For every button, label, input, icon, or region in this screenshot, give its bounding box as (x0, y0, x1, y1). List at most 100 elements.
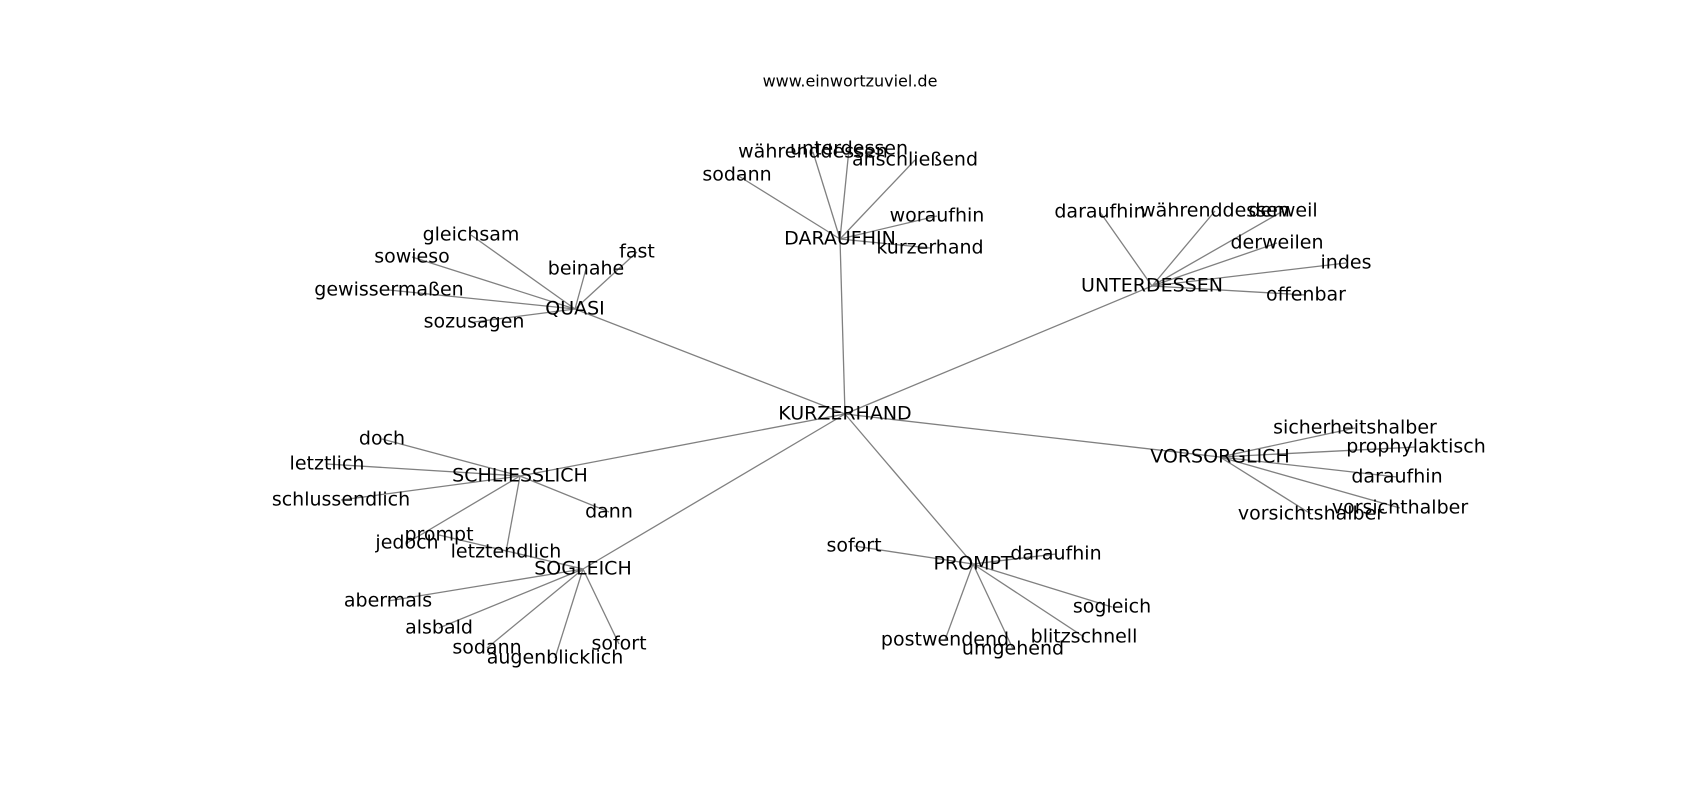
edge-schliesslich-letztlich (326, 463, 521, 477)
hub-node-label-daraufhin: DARAUFHIN (784, 228, 896, 250)
leaf-node-label-woraufhin: woraufhin (890, 205, 985, 227)
center-node-label: KURZERHAND (778, 403, 911, 425)
leaf-node-label-derweilen: derweilen (1230, 232, 1323, 254)
edge-vorsorglich-daraufhin (1219, 456, 1398, 478)
leaf-node-label-sowieso: sowieso (374, 246, 450, 268)
edge-daraufhin-unterdessen (839, 148, 850, 240)
leaf-node-label-abermals: abermals (344, 590, 432, 612)
edge-schliesslich-doch (381, 438, 521, 477)
edge-quasi-beinahe (574, 268, 587, 310)
leaf-node-label-kurzerhand: kurzerhand (876, 237, 983, 259)
leaf-node-label-vorsichthalber: vorsichthalber (1332, 497, 1469, 519)
edge-quasi-gewissermassen (388, 289, 576, 310)
leaf-node-label-postwendend: postwendend (881, 629, 1009, 651)
edge-unterdessen-derweilen (1151, 242, 1278, 287)
edge-vorsorglich-prophylaktisch (1219, 446, 1417, 458)
edge-prompt-sogleich (972, 563, 1113, 608)
edge-center-vorsorglich (844, 413, 1221, 458)
leaf-node-label-fast: fast (619, 241, 655, 263)
leaf-node-label-sofort: sofort (591, 633, 646, 655)
leaf-node-label-derweil: derweil (1248, 200, 1317, 222)
edge-vorsorglich-vorsichthalber (1219, 456, 1401, 509)
leaf-node-label-sicherheitshalber: sicherheitshalber (1273, 417, 1437, 439)
edge-schliesslich-jedoch (406, 475, 521, 544)
edge-center-prompt (844, 413, 974, 565)
hub-node-label-sogleich: SOGLEICH (534, 558, 632, 580)
leaf-node-label-indes: indes (1321, 252, 1372, 274)
leaf-node-label-alsbald: alsbald (405, 617, 473, 639)
edge-quasi-sozusagen (473, 308, 576, 323)
leaf-node-label-dann: dann (585, 501, 633, 523)
edge-schliesslich-dann (519, 475, 610, 513)
edge-vorsorglich-vorsichtshalber (1219, 456, 1312, 515)
edge-prompt-daraufhin (972, 553, 1057, 565)
edge-daraufhin-woraufhin (839, 215, 938, 240)
leaf-node-label-augenblicklich: augenblicklich (487, 647, 624, 669)
edge-prompt-sofort (853, 545, 974, 565)
leaf-node-label-anschliessend: anschließend (852, 149, 978, 171)
hub-node-label-schliesslich: SCHLIESSLICH (452, 465, 588, 487)
edge-prompt-blitzschnell (972, 563, 1085, 638)
leaf-node-label-sofort: sofort (826, 535, 881, 557)
hub-node-label-vorsorglich: VORSORGLICH (1150, 446, 1290, 468)
leaf-node-label-umgehend: umgehend (962, 638, 1064, 660)
graph-labels: KURZERHANDDARAUFHINsodannwährenddessenun… (272, 138, 1486, 669)
leaf-node-label-daraufhin: daraufhin (1010, 543, 1101, 565)
edge-quasi-gleichsam (470, 234, 576, 310)
edge-unterdessen-daraufhin (1099, 211, 1153, 287)
edge-vorsorglich-sicherheitshalber (1219, 427, 1356, 458)
leaf-node-label-prophylaktisch: prophylaktisch (1346, 436, 1485, 458)
edge-prompt-postwendend (944, 563, 974, 641)
edge-sogleich-sodann (486, 568, 584, 649)
edge-quasi-sowieso (411, 256, 576, 310)
leaf-node-label-prompt: prompt (404, 524, 473, 546)
edge-schliesslich-schlussendlich (340, 475, 521, 501)
leaf-node-label-letztendlich: letztendlich (451, 541, 562, 563)
graph-edges (326, 148, 1417, 659)
edge-quasi-fast (574, 251, 638, 310)
hub-node-label-prompt: PROMPT (933, 553, 1012, 575)
leaf-node-label-beinahe: beinahe (548, 258, 624, 280)
edge-center-quasi (574, 308, 846, 415)
edge-center-sogleich (582, 413, 846, 570)
hub-node-label-unterdessen: UNTERDESSEN (1081, 275, 1223, 297)
edge-daraufhin-anschliessend (839, 159, 916, 240)
edge-daraufhin-kurzerhand (839, 238, 931, 249)
edge-daraufhin-sodann (736, 174, 841, 240)
edge-unterdessen-offenbar (1151, 285, 1307, 296)
edge-sogleich-prompt (438, 534, 584, 570)
leaf-node-label-sodann: sodann (702, 164, 771, 186)
edge-prompt-umgehend (972, 563, 1014, 650)
edge-unterdessen-indes (1151, 262, 1347, 287)
edge-daraufhin-wahrenddessen (812, 151, 841, 240)
leaf-node-label-unterdessen: unterdessen (790, 138, 908, 160)
leaf-node-label-jedoch: jedoch (374, 532, 438, 554)
leaf-node-label-sodann: sodann (452, 637, 521, 659)
leaf-node-label-schlussendlich: schlussendlich (272, 489, 410, 511)
leaf-node-label-blitzschnell: blitzschnell (1031, 626, 1138, 648)
edge-sogleich-abermals (387, 568, 584, 602)
leaf-node-label-daraufhin: daraufhin (1054, 201, 1145, 223)
leaf-node-label-doch: doch (359, 428, 405, 450)
leaf-node-label-letztlich: letztlich (290, 453, 365, 475)
leaf-node-label-offenbar: offenbar (1266, 284, 1346, 306)
edge-sogleich-alsbald (438, 568, 584, 629)
leaf-node-label-wahrenddessen: währenddessen (1140, 200, 1290, 222)
edge-center-schliesslich (519, 413, 846, 477)
leaf-node-label-gewissermassen: gewissermaßen (314, 279, 463, 301)
leaf-node-label-vorsichtshalber: vorsichtshalber (1238, 503, 1384, 525)
edge-center-unterdessen (844, 285, 1153, 415)
leaf-node-label-daraufhin: daraufhin (1351, 466, 1442, 488)
edge-unterdessen-wahrenddessen (1151, 210, 1216, 287)
leaf-node-label-gleichsam: gleichsam (423, 224, 520, 246)
hub-node-label-quasi: QUASI (545, 298, 605, 320)
edge-sogleich-augenblicklich (554, 568, 584, 659)
edge-sogleich-sofort (582, 568, 620, 645)
leaf-node-label-sozusagen: sozusagen (424, 311, 525, 333)
leaf-node-label-sogleich: sogleich (1073, 596, 1151, 618)
edge-center-daraufhin (839, 238, 846, 415)
chart-title: www.einwortzuviel.de (763, 72, 938, 91)
edge-schliesslich-letztendlich (505, 475, 521, 553)
leaf-node-label-wahrenddessen: währenddessen (738, 141, 888, 163)
